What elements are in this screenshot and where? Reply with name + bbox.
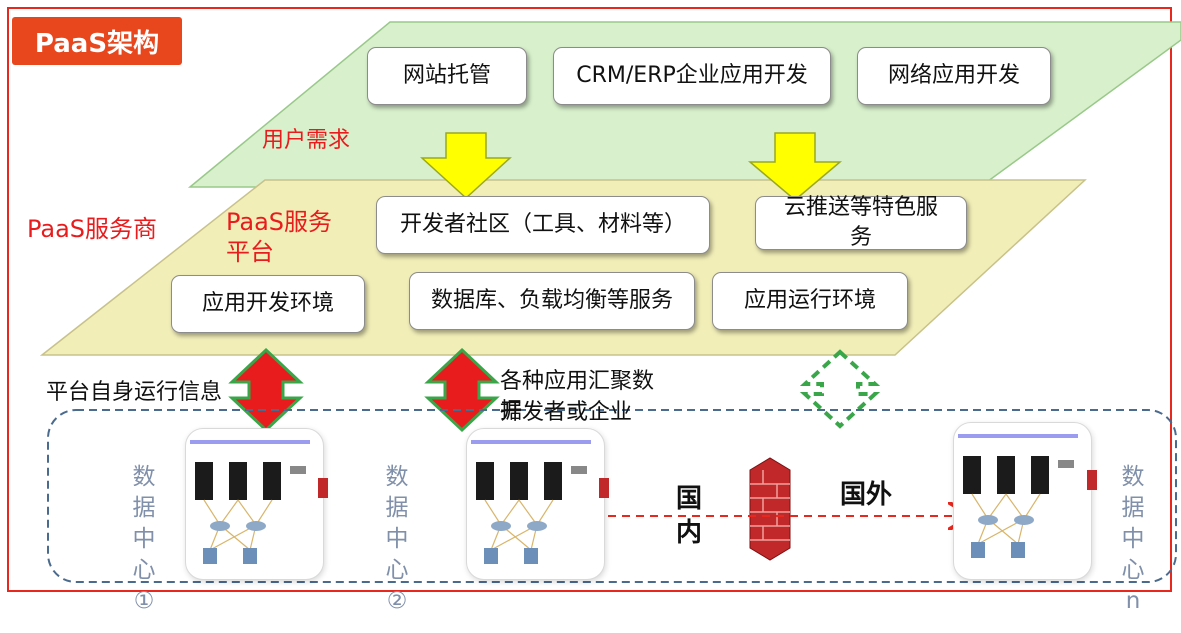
flow-label-platform-info: 平台自身运行信息 [46,380,223,405]
datacenter-label-2: 数据中心② [385,464,409,614]
mini-firewall-icon-2 [599,478,609,498]
datacenter-enclosure [47,409,1177,583]
flow-label-app-data: 各种应用汇聚数据 [500,369,655,424]
domestic-label: 国内 [676,484,703,548]
platform-box-dev-env: 应用开发环境 [171,275,365,333]
platform-label: PaaS服务平台 [226,208,333,266]
firewall-icon [749,457,791,561]
datacenter-label-n: 数据中心n [1121,464,1145,614]
platform-box-push: 云推送等特色服务 [755,195,967,250]
provider-label: PaaS服务商 [26,215,158,243]
down-arrow-right [747,132,843,201]
datacenter-rack-icon-2 [471,440,591,564]
user-needs-label: 用户需求 [262,128,351,153]
datacenter-label-1: 数据中心① [132,464,156,614]
dashed-double-arrow [799,349,881,429]
down-arrow-left [420,132,512,200]
datacenter-rack-icon-n [958,434,1078,558]
diagram-frame [7,7,1172,592]
datacenter-rack-icon-1 [190,440,310,564]
mini-firewall-icon-1 [318,478,328,498]
need-box-web-app: 网络应用开发 [857,47,1051,105]
mini-firewall-icon-n [1087,470,1097,490]
need-box-hosting: 网站托管 [367,47,527,105]
foreign-label: 国外 [840,480,893,510]
platform-box-dev-community: 开发者社区（工具、材料等） [376,196,710,254]
platform-box-runtime: 应用运行环境 [712,272,908,330]
diagram-title: PaaS架构 [12,17,182,65]
need-box-crm-erp: CRM/ERP企业应用开发 [553,47,831,105]
platform-box-database: 数据库、负载均衡等服务 [409,272,695,330]
